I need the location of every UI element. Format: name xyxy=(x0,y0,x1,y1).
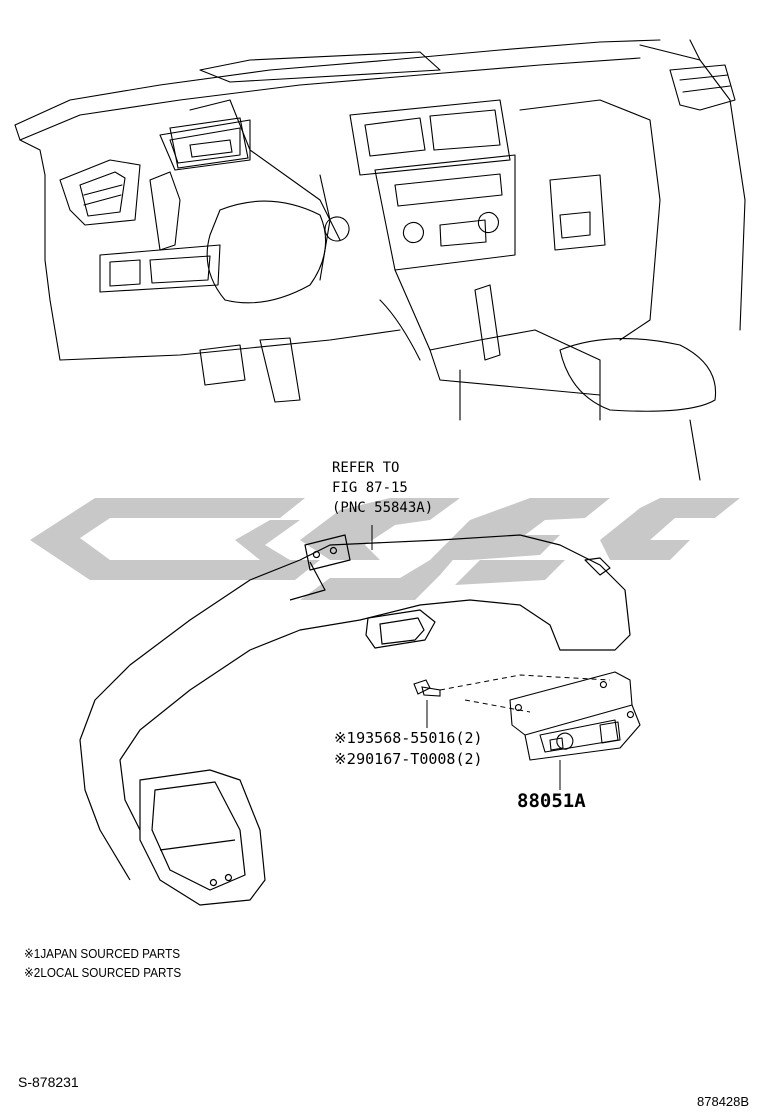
part-number-2: 90167-T0008(2) xyxy=(356,750,483,768)
diagram-code-left: S-878231 xyxy=(18,1074,79,1090)
source-mark-2: ※2 xyxy=(334,750,357,768)
refer-note-line3: (PNC 55843A) xyxy=(332,500,434,516)
legend-mark-2: ※2 xyxy=(24,965,41,980)
legend-row-2: ※2LOCAL SOURCED PARTS xyxy=(24,966,181,979)
legend-text-1: JAPAN SOURCED PARTS xyxy=(40,946,181,961)
legend-mark-1: ※1 xyxy=(24,946,41,961)
dashboard-illustration xyxy=(14,39,746,481)
part-number-row-1: ※193568-55016(2) xyxy=(334,731,483,746)
dash-module-hint xyxy=(169,117,249,169)
refer-note-line1: REFER TO xyxy=(332,460,400,476)
control-module xyxy=(509,671,641,761)
part-number-row-2: ※290167-T0008(2) xyxy=(334,752,483,767)
screw-part xyxy=(413,679,441,697)
part-number-1: 93568-55016(2) xyxy=(356,729,483,747)
source-mark-1: ※1 xyxy=(334,729,357,747)
watermark-logo xyxy=(30,498,740,600)
legend-text-2: LOCAL SOURCED PARTS xyxy=(40,965,182,980)
air-duct xyxy=(79,534,631,906)
main-part-number: 88051A xyxy=(517,790,586,812)
legend-row-1: ※1JAPAN SOURCED PARTS xyxy=(24,947,180,960)
diagram-code-right: 878428B xyxy=(697,1094,750,1109)
refer-note-line2: FIG 87-15 xyxy=(332,480,408,496)
